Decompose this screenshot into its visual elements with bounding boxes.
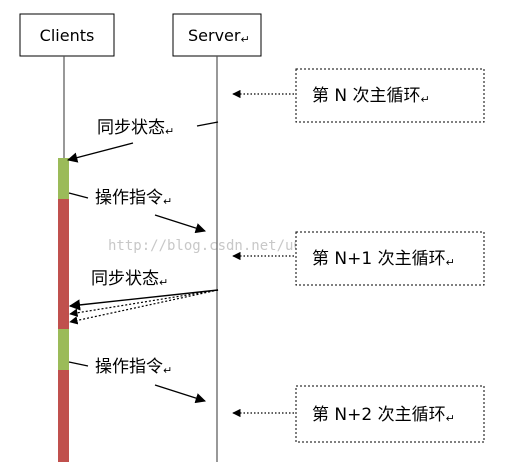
activation-bar-sync-1 bbox=[58, 158, 69, 199]
sync-arrow-2-dotted-b bbox=[69, 289, 219, 325]
activation-bar-process-1 bbox=[58, 199, 69, 329]
loop-note-n2-text: 第 N+2 次主循环↵ bbox=[312, 405, 455, 425]
op-arrow-2-tail bbox=[68, 361, 89, 367]
server-label: Server↵ bbox=[188, 26, 250, 46]
sync-state-label-1: 同步状态↵ bbox=[97, 118, 174, 138]
loop-note-n1: 第 N+1 次主循环↵ bbox=[295, 231, 485, 286]
loop-note-n1-text: 第 N+1 次主循环↵ bbox=[312, 249, 455, 269]
sync-arrow-1-tail bbox=[196, 121, 219, 127]
sync-arrow-2-dotted-a bbox=[69, 289, 219, 317]
server-participant: Server↵ bbox=[172, 13, 262, 57]
op-command-label-2: 操作指令↵ bbox=[95, 357, 172, 377]
sync-arrow-2 bbox=[68, 289, 219, 311]
clients-label: Clients bbox=[40, 26, 95, 45]
op-arrow-1 bbox=[154, 214, 206, 234]
loop-note-n: 第 N 次主循环↵ bbox=[295, 68, 485, 123]
op-command-label-1: 操作指令↵ bbox=[95, 188, 172, 208]
sync-state-label-2: 同步状态↵ bbox=[91, 269, 168, 289]
activation-bar-sync-2 bbox=[58, 329, 69, 370]
op-arrow-2 bbox=[154, 384, 206, 404]
loop-note-n2: 第 N+2 次主循环↵ bbox=[295, 385, 485, 443]
activation-bar-process-2 bbox=[58, 370, 69, 462]
op-arrow-1-tail bbox=[68, 192, 89, 199]
loop-note-n-text: 第 N 次主循环↵ bbox=[312, 86, 430, 106]
sync-arrow-1 bbox=[66, 142, 134, 163]
clients-participant: Clients bbox=[19, 13, 115, 57]
